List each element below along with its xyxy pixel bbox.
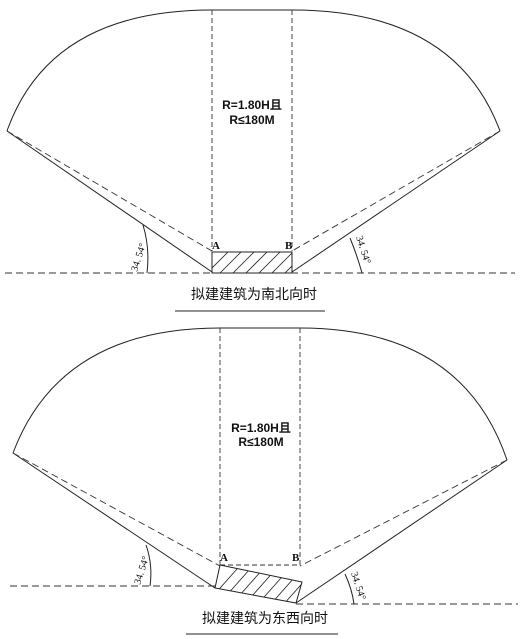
point-a-label: A <box>220 552 228 564</box>
diagram-north-south: R=1.80H且 R≤180M A B 34. 54° 34. 54° 拟建建筑… <box>5 9 515 312</box>
point-b-label: B <box>292 552 300 564</box>
ray-left-dashed <box>6 130 213 252</box>
caption: 拟建建筑为南北向时 <box>191 287 317 303</box>
radius-label-line2: R≤180M <box>238 435 283 449</box>
sector-right-edge <box>295 459 508 604</box>
radius-label-line1: R=1.80H且 <box>231 421 291 435</box>
angle-arc-left <box>145 544 152 587</box>
sector-arc <box>6 9 501 132</box>
ray-right-dashed <box>299 459 508 567</box>
angle-arc-left <box>142 224 149 274</box>
angle-arc-right <box>349 237 363 274</box>
sector-left-edge <box>12 452 216 589</box>
sector-left-edge <box>6 130 213 273</box>
diagram-east-west: R=1.80H且 R≤180M A B 34. 54° 34. 54° 拟建建筑… <box>10 327 518 635</box>
building-footprint <box>214 564 303 604</box>
sector-arc <box>12 327 508 461</box>
ray-right-dashed <box>291 130 501 252</box>
angle-label-right: 34. 54° <box>348 571 367 602</box>
caption: 拟建建筑为东西向时 <box>202 611 328 627</box>
radius-label-line2: R≤180M <box>229 113 274 127</box>
point-b-label: B <box>285 240 293 252</box>
angle-arc-right <box>344 573 355 605</box>
building-hatch <box>212 252 292 273</box>
angle-label-left: 34. 54° <box>132 555 151 586</box>
angle-label-left: 34. 54° <box>129 242 148 273</box>
radius-label-line1: R=1.80H且 <box>222 98 282 112</box>
building-footprint <box>211 251 293 274</box>
ray-left-dashed <box>12 452 221 567</box>
angle-label-right: 34. 54° <box>353 235 372 266</box>
point-a-label: A <box>212 240 220 252</box>
sector-right-edge <box>291 130 501 273</box>
